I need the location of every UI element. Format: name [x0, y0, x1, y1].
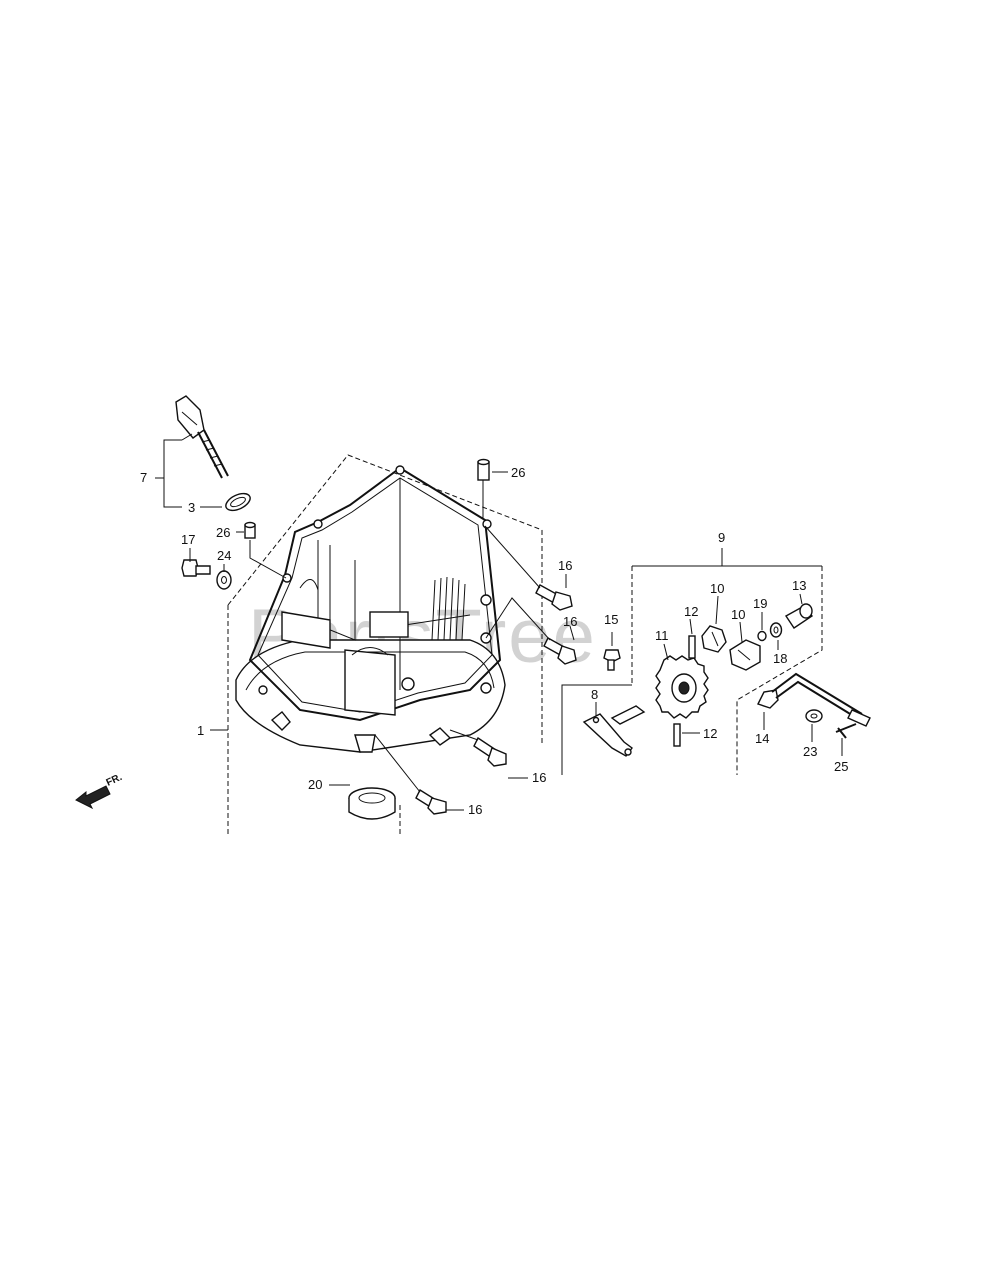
crankcase-frame: [227, 454, 543, 835]
callout-24: 24: [217, 548, 231, 563]
lever-seal: [805, 709, 823, 723]
front-label: FR.: [105, 772, 124, 789]
callout-25: 25: [834, 759, 848, 774]
dowel-pin-lower: [244, 521, 256, 539]
callout-26b: 26: [216, 525, 230, 540]
callout-26a: 26: [511, 465, 525, 480]
callout-16b: 16: [563, 614, 577, 629]
callout-14: 14: [755, 731, 769, 746]
governor-lever: [757, 672, 871, 727]
callout-11: 11: [655, 628, 669, 643]
governor-weight-b: [729, 639, 761, 671]
callout-16a: 16: [558, 558, 572, 573]
callout-3: 3: [188, 500, 195, 515]
dowel-pin-upper: [477, 458, 490, 481]
callout-18: 18: [773, 651, 787, 666]
washer: [216, 570, 232, 590]
leader-lines: [189, 471, 843, 811]
governor-weight-a: [701, 625, 727, 653]
oil-dipstick: [175, 395, 229, 479]
crankcase-cover: [235, 465, 506, 753]
flange-bolt-a: [535, 584, 573, 611]
pin-lower: [673, 723, 681, 747]
lock-pin: [835, 723, 857, 739]
governor-holder: [784, 603, 814, 629]
callout-10a: 10: [710, 581, 724, 596]
callout-1: 1: [197, 723, 204, 738]
o-ring: [225, 492, 251, 512]
clip: [757, 630, 767, 642]
flange-bolt-c: [473, 736, 507, 767]
callout-12b: 12: [703, 726, 717, 741]
governor-gear: [655, 655, 709, 719]
callout-19: 19: [753, 596, 767, 611]
callout-12a: 12: [684, 604, 698, 619]
pin-upper: [688, 635, 696, 659]
callout-10b: 10: [731, 607, 745, 622]
flange-bolt-d: [415, 788, 447, 815]
bracket-7: [155, 433, 193, 508]
callout-13: 13: [792, 578, 806, 593]
governor-arm: [582, 705, 646, 757]
callout-7: 7: [140, 470, 147, 485]
governor-frame: [561, 548, 823, 775]
callout-15: 15: [604, 612, 618, 627]
callout-labels: 1 3 7 8 9 10 10 11 12 12 13 14 15 16 16 …: [140, 465, 848, 817]
callout-8: 8: [591, 687, 598, 702]
callout-16d: 16: [468, 802, 482, 817]
governor-bolt: [603, 649, 621, 671]
front-arrow: FR.: [75, 772, 124, 810]
callout-20: 20: [308, 777, 322, 792]
breather-bolt: [181, 559, 211, 577]
callout-23: 23: [803, 744, 817, 759]
oil-seal: [348, 787, 396, 820]
thrust-washer: [769, 622, 783, 638]
callout-16c: 16: [532, 770, 546, 785]
flange-bolt-b: [543, 637, 577, 665]
callout-17: 17: [181, 532, 195, 547]
callout-9: 9: [718, 530, 725, 545]
